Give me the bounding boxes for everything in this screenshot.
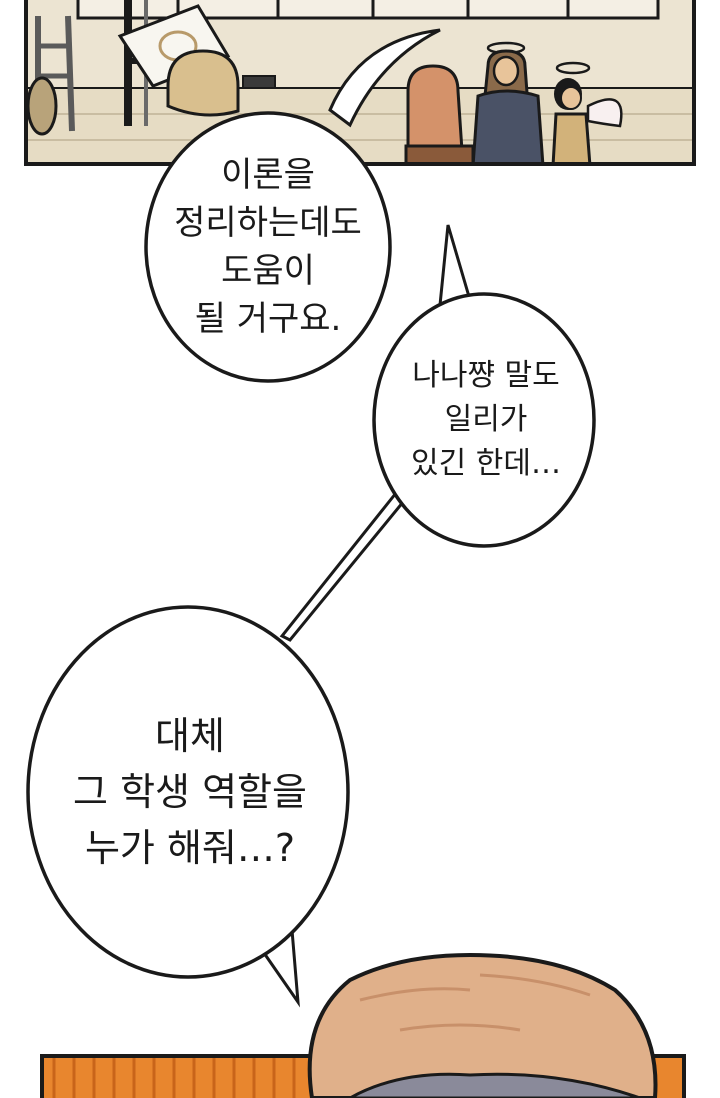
bubble3-text: 대체 그 학생 역할을 누가 해줘…? bbox=[73, 714, 307, 870]
bubble2-text: 나나쨩 말도 일리가 있긴 한데… bbox=[411, 358, 561, 481]
bubble1-tail bbox=[328, 28, 441, 128]
statue-bust bbox=[166, 49, 240, 117]
character-tan bbox=[404, 64, 475, 162]
bubble1-shape bbox=[144, 111, 392, 383]
character-robed-angel bbox=[471, 41, 545, 162]
ladder bbox=[28, 15, 75, 136]
character-small-angel bbox=[551, 61, 623, 162]
bubble3-shape bbox=[26, 605, 350, 979]
orange-stripes bbox=[52, 1058, 296, 1098]
bubble2-shape bbox=[372, 292, 596, 548]
bubble1-text: 이론을 정리하는데도 도움이 될 거구요. bbox=[174, 155, 362, 339]
